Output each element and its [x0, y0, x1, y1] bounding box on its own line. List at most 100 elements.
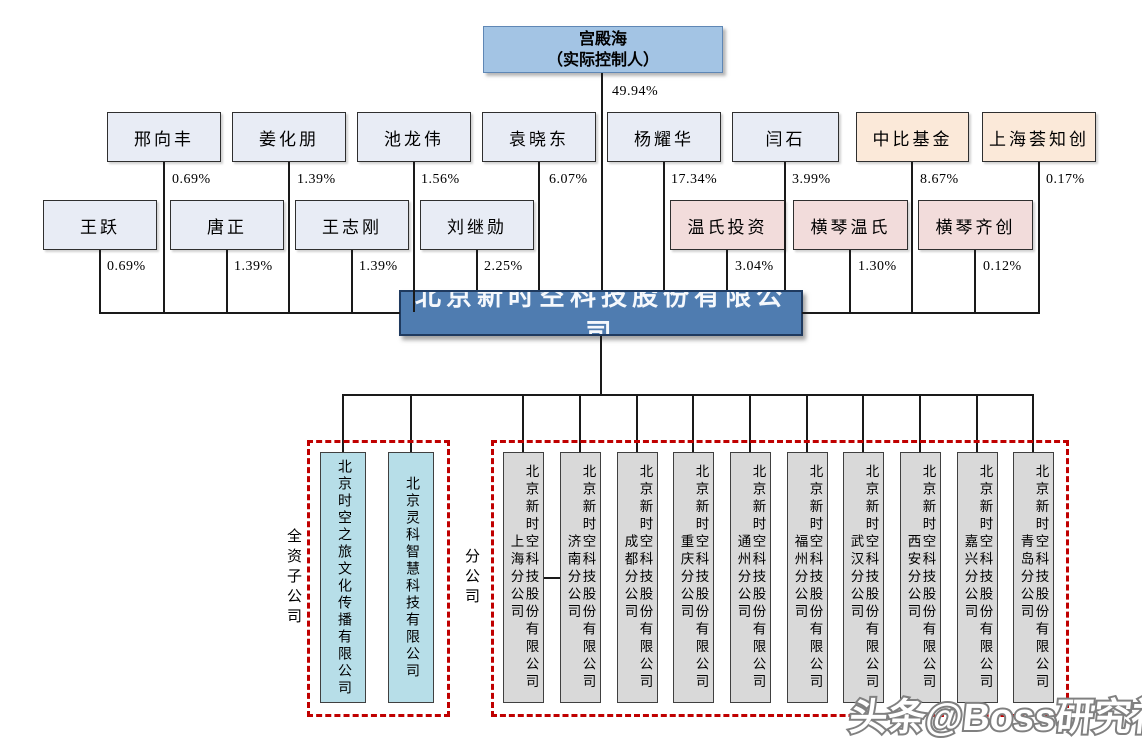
shareholder-box: 刘继勋 — [420, 200, 534, 250]
branch-company-prefix: 北京新时空科技股份有限公司 — [807, 463, 823, 692]
branch-name: 成都分公司 — [622, 533, 638, 622]
shareholder-name: 杨耀华 — [634, 129, 694, 149]
shareholder-name: 中比基金 — [872, 129, 953, 149]
branch-company-prefix: 北京新时空科技股份有限公司 — [977, 463, 993, 692]
connector-bus-right — [802, 312, 1040, 314]
ownership-percent-label: 0.69% — [172, 172, 211, 187]
subsidiaries-group-label: 全资子公司 — [285, 528, 301, 628]
shareholder-name: 温氏投资 — [687, 217, 768, 237]
shareholder-name: 唐正 — [207, 217, 247, 237]
controller-text: 宫殿海 （实际控制人） — [547, 29, 659, 71]
branch-company-prefix: 北京新时空科技股份有限公司 — [920, 463, 936, 692]
branch-company-prefix: 北京新时空科技股份有限公司 — [580, 463, 596, 692]
ownership-percent-label: 17.34% — [671, 172, 718, 187]
shareholder-box: 池龙伟 — [357, 112, 471, 162]
ownership-percent-label: 1.39% — [234, 259, 273, 274]
branch-name: 青岛分公司 — [1018, 533, 1034, 622]
connector-line — [579, 394, 581, 452]
shareholder-box: 闫石 — [732, 112, 839, 162]
connector-line — [663, 162, 665, 290]
branch-box: 西安分公司北京新时空科技股份有限公司 — [900, 452, 941, 703]
branch-box: 成都分公司北京新时空科技股份有限公司 — [617, 452, 658, 703]
ownership-percent-label: 6.07% — [549, 172, 588, 187]
connector-line — [600, 336, 602, 394]
branch-name: 嘉兴分公司 — [962, 533, 978, 622]
connector-line — [1032, 394, 1034, 452]
branch-box: 福州分公司北京新时空科技股份有限公司 — [787, 452, 828, 703]
watermark-text: 头条@Boss研究社 — [845, 695, 1142, 740]
connector-line — [476, 250, 478, 290]
branch-company-prefix: 北京新时空科技股份有限公司 — [863, 463, 879, 692]
shareholder-name: 闫石 — [765, 129, 806, 149]
shareholder-name: 刘继勋 — [447, 217, 507, 237]
ownership-percent-label: 1.39% — [359, 259, 398, 274]
controller-box: 宫殿海 （实际控制人） — [483, 26, 723, 73]
connector-line — [806, 394, 808, 452]
connector-line — [413, 162, 415, 312]
connector-line — [410, 394, 412, 452]
branch-name: 济南分公司 — [565, 533, 581, 622]
ownership-percent-label: 1.56% — [421, 172, 460, 187]
connector-line — [636, 394, 638, 452]
controller-name: 宫殿海 — [578, 30, 627, 48]
connector-line — [522, 394, 524, 452]
connector-line — [543, 577, 560, 579]
shareholder-box: 中比基金 — [856, 112, 969, 162]
shareholder-name: 袁晓东 — [509, 129, 569, 149]
controller-role: （实际控制人） — [546, 51, 659, 69]
connector-bus-left — [99, 312, 400, 314]
branch-company-prefix: 北京新时空科技股份有限公司 — [693, 463, 709, 692]
shareholder-name: 姜化朋 — [259, 129, 319, 149]
connector-line — [99, 250, 101, 312]
connector-line — [692, 394, 694, 452]
branch-box: 武汉分公司北京新时空科技股份有限公司 — [843, 452, 884, 703]
shareholder-box: 王跃 — [43, 200, 157, 250]
connector-line — [601, 73, 603, 290]
shareholder-name: 池龙伟 — [384, 129, 444, 149]
branch-box: 嘉兴分公司北京新时空科技股份有限公司 — [957, 452, 998, 703]
subsidiary-box: 北京灵科智慧科技有限公司 — [388, 452, 434, 703]
ownership-percent-label: 3.04% — [735, 259, 774, 274]
branch-box: 济南分公司北京新时空科技股份有限公司 — [560, 452, 601, 703]
branch-company-prefix: 北京新时空科技股份有限公司 — [1033, 463, 1049, 692]
connector-line — [226, 250, 228, 312]
connector-line — [849, 250, 851, 312]
shareholder-box: 袁晓东 — [482, 112, 596, 162]
branch-name: 通州分公司 — [735, 533, 751, 622]
shareholder-box: 横琴温氏 — [793, 200, 908, 250]
shareholder-box: 姜化朋 — [232, 112, 346, 162]
connector-bus-bottom — [342, 394, 1033, 396]
ownership-percent-label: 2.25% — [484, 259, 523, 274]
shareholder-box: 唐正 — [170, 200, 284, 250]
shareholder-box: 王志刚 — [295, 200, 409, 250]
branch-box: 通州分公司北京新时空科技股份有限公司 — [730, 452, 771, 703]
branch-box: 上海分公司北京新时空科技股份有限公司 — [503, 452, 544, 703]
ownership-percent-label: 0.17% — [1046, 172, 1085, 187]
connector-line — [538, 162, 540, 290]
connector-line — [351, 250, 353, 312]
shareholder-name: 邢向丰 — [134, 129, 194, 149]
connector-line — [288, 162, 290, 312]
branch-box: 重庆分公司北京新时空科技股份有限公司 — [673, 452, 714, 703]
shareholder-name: 王志刚 — [322, 217, 382, 237]
connector-line — [862, 394, 864, 452]
connector-line — [974, 250, 976, 312]
branch-name: 福州分公司 — [792, 533, 808, 622]
ownership-percent-label: 0.69% — [107, 259, 146, 274]
connector-line — [919, 394, 921, 452]
branch-company-prefix: 北京新时空科技股份有限公司 — [637, 463, 653, 692]
shareholder-name: 王跃 — [80, 217, 120, 237]
connector-line — [749, 394, 751, 452]
branch-company-prefix: 北京新时空科技股份有限公司 — [750, 463, 766, 692]
subsidiary-name: 北京灵科智慧科技有限公司 — [404, 475, 419, 680]
ownership-percent-label: 1.30% — [858, 259, 897, 274]
shareholder-box: 横琴齐创 — [918, 200, 1033, 250]
connector-line — [342, 394, 344, 452]
company-box: 北京新时空科技股份有限公司 — [399, 290, 803, 336]
branches-dashed-group — [491, 440, 1069, 717]
branch-name: 西安分公司 — [905, 533, 921, 622]
ownership-percent-label: 3.99% — [792, 172, 831, 187]
connector-line — [976, 394, 978, 452]
shareholder-name: 横琴齐创 — [935, 217, 1016, 237]
